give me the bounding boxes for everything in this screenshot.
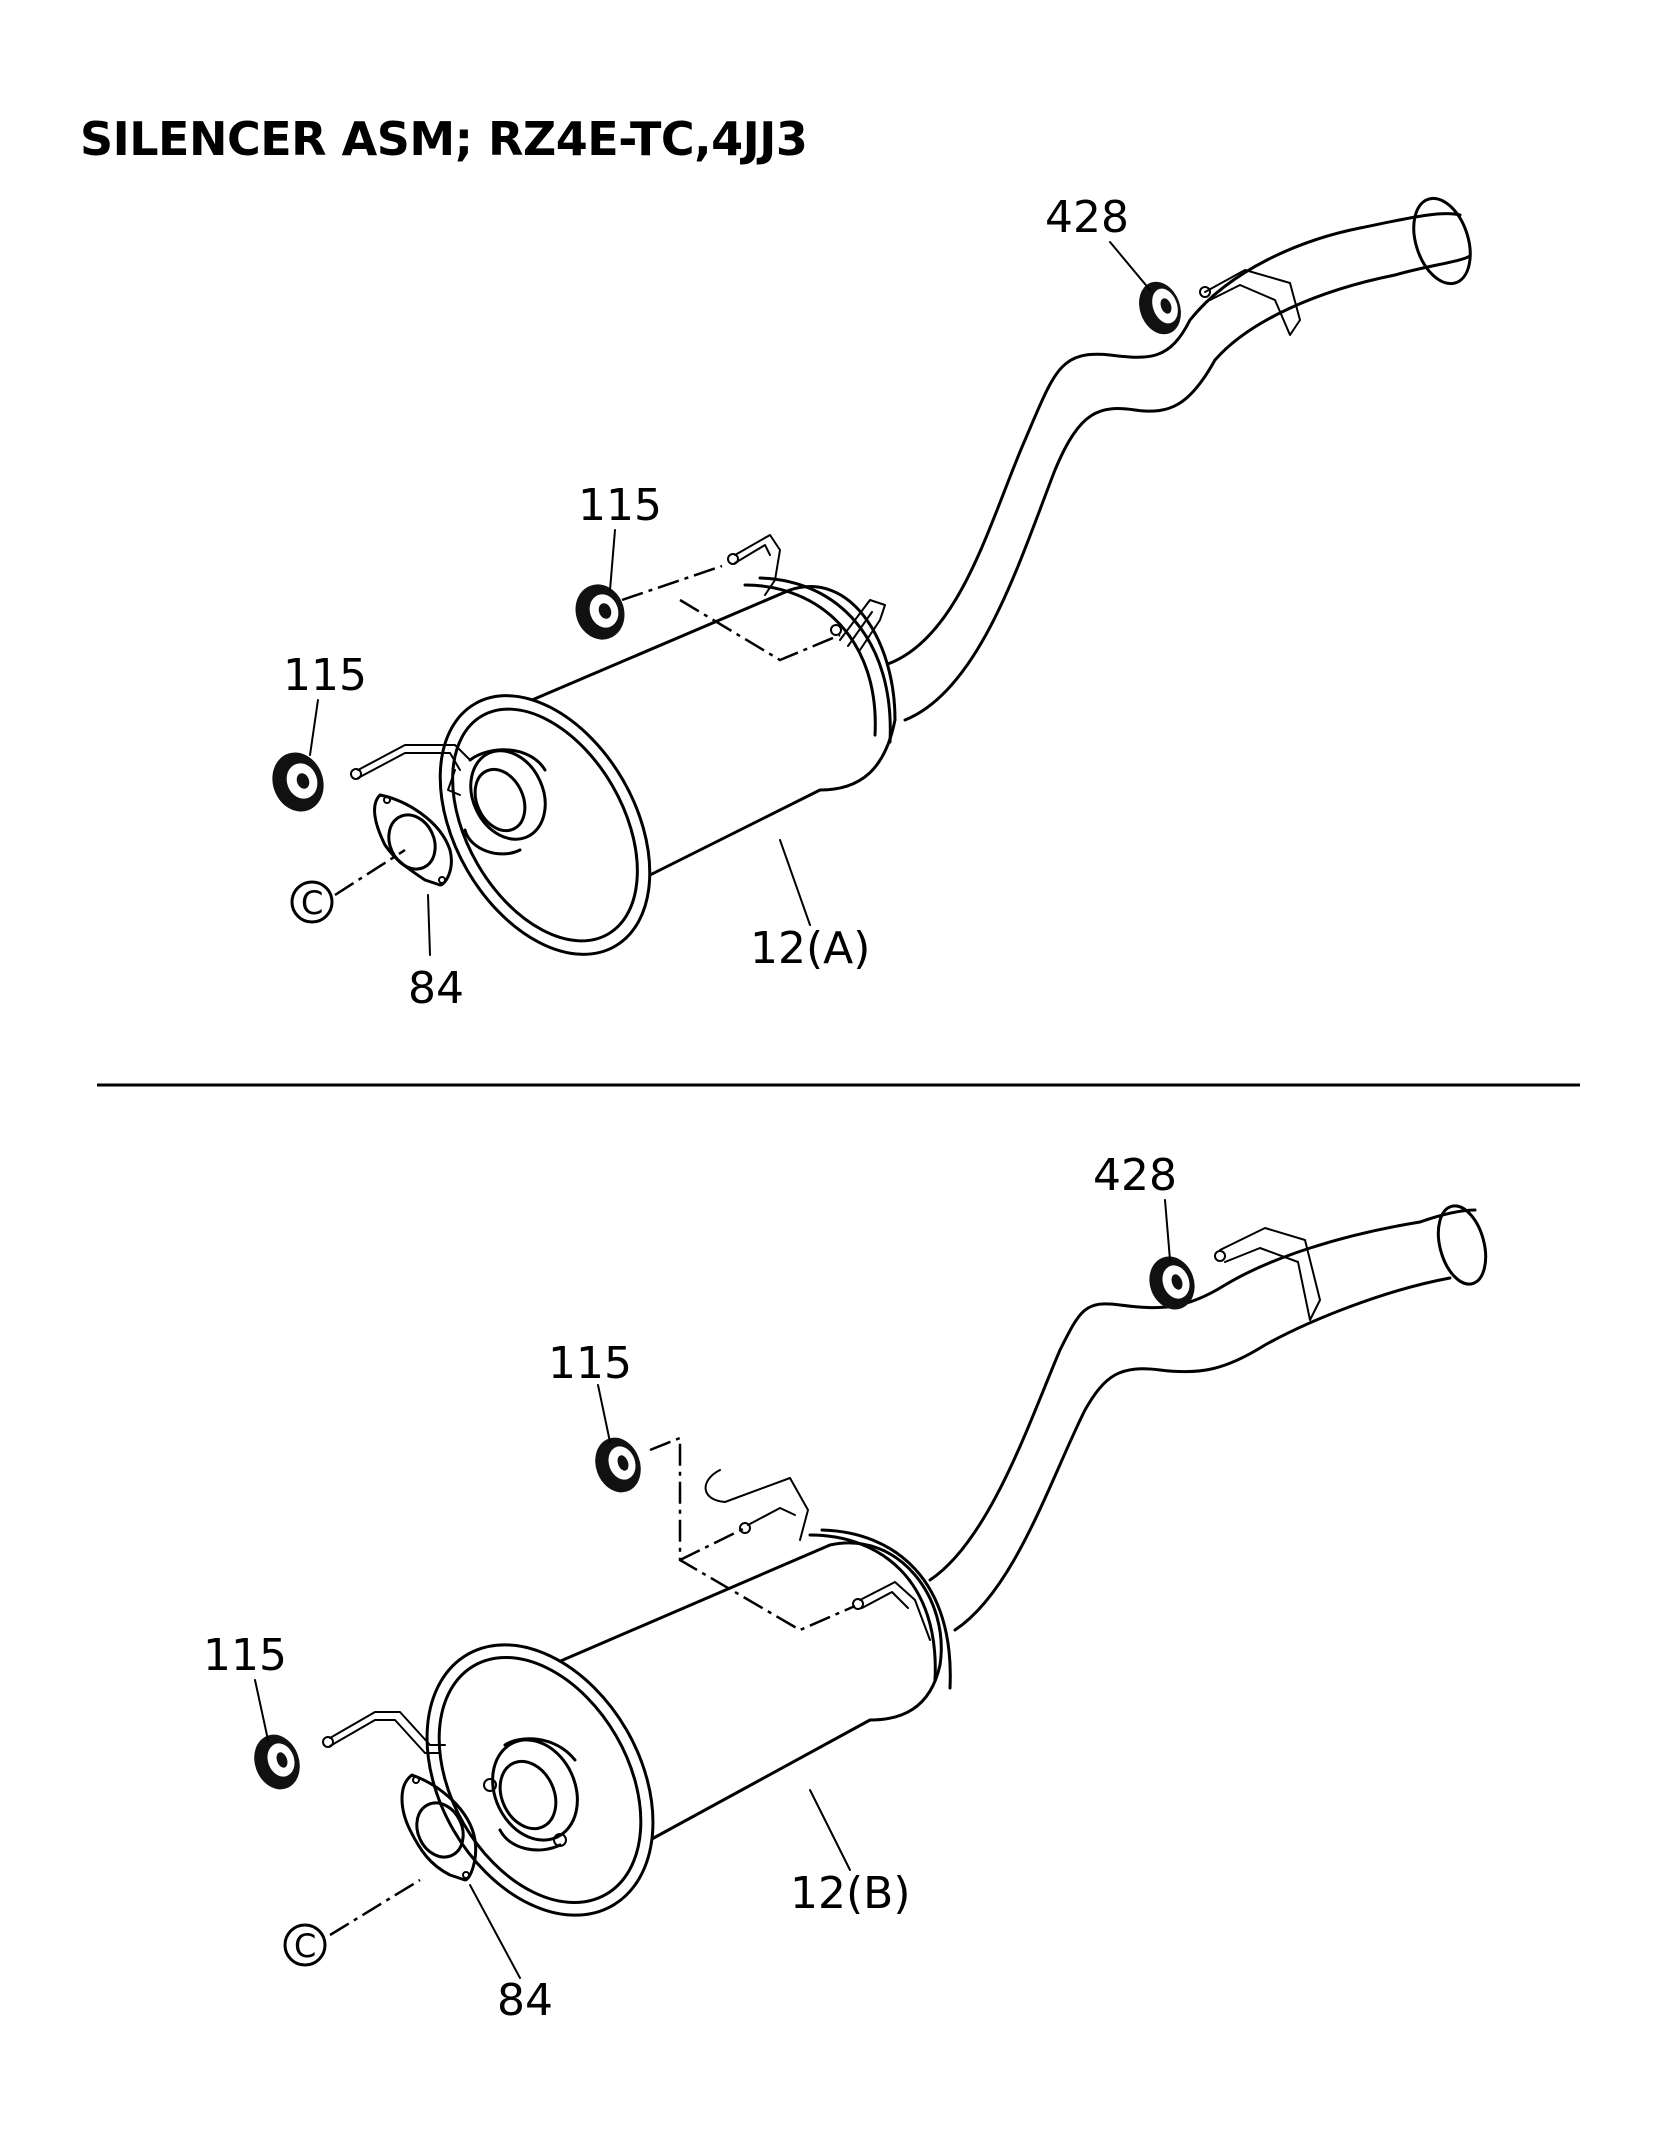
callout-115-upper-a: 115	[578, 480, 662, 531]
hanger-bracket-b	[1214, 1227, 1321, 1321]
silencer-body-a	[438, 576, 897, 956]
callout-12b: 12(B)	[790, 1868, 911, 1919]
rubber-mount-115-upper-a	[575, 584, 625, 640]
leader-115-lower-a	[309, 699, 319, 756]
callout-84-a: 84	[408, 963, 464, 1014]
rubber-mount-428-b	[1149, 1256, 1195, 1310]
callout-84-b: 84	[497, 1975, 553, 2026]
leader-115-upper-b	[597, 1384, 611, 1443]
tailpipe-b	[928, 1204, 1488, 1632]
leader-115-lower-b	[254, 1679, 269, 1741]
hanger-rod-front-a	[350, 744, 471, 796]
hanger-rod-upper-a	[727, 534, 886, 651]
connection-ref-c-a: C	[301, 884, 323, 922]
connection-ref-circle-b	[283, 1923, 327, 1967]
leader-84-b	[469, 1884, 521, 1979]
callout-115-lower-a: 115	[283, 650, 367, 701]
leader-12b	[809, 1789, 851, 1871]
callout-115-lower-b: 115	[203, 1630, 287, 1681]
callout-428-a: 428	[1045, 192, 1129, 243]
callout-115-upper-b: 115	[548, 1338, 632, 1389]
leader-84-a	[427, 894, 431, 956]
rubber-mount-115-upper-b	[595, 1437, 641, 1493]
rubber-mount-115-lower-a	[272, 752, 324, 812]
tailpipe-a	[883, 196, 1472, 722]
leader-428-b	[1164, 1199, 1171, 1261]
callout-428-b: 428	[1093, 1150, 1177, 1201]
connection-ref-circle-a	[290, 880, 334, 924]
connection-ref-c-b: C	[294, 1927, 316, 1965]
rubber-mount-115-lower-b	[254, 1734, 300, 1790]
diagram-a: 428 115 115 84 12(A) C	[272, 192, 1472, 1014]
hanger-rod-upper-b	[704, 1469, 931, 1641]
hanger-rod-front-b	[322, 1711, 446, 1754]
leader-115-upper-a	[609, 529, 616, 591]
callout-12a: 12(A)	[750, 923, 870, 974]
page-title: SILENCER ASM; RZ4E-TC,4JJ3	[80, 112, 808, 166]
leader-428-a	[1109, 241, 1151, 291]
gasket-84-b	[400, 1773, 478, 1882]
gasket-84-a	[373, 793, 453, 887]
hanger-bracket-a	[1199, 269, 1301, 336]
diagram-b: 428 115 115 84 12(B) C	[203, 1150, 1488, 2026]
leader-12a	[779, 839, 811, 926]
rubber-mount-428-a	[1139, 281, 1181, 335]
